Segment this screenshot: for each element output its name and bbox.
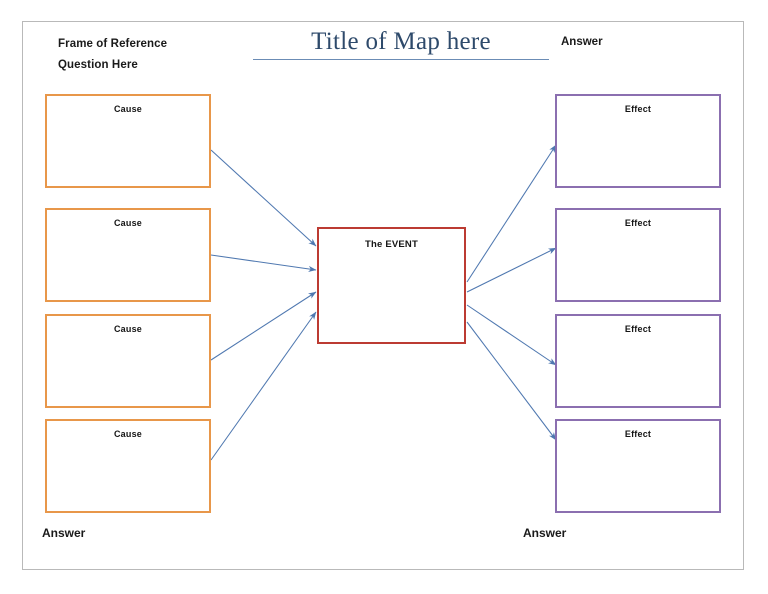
cause-label: Cause	[113, 429, 142, 439]
event-box[interactable]: The EVENT	[317, 227, 466, 344]
frame-of-reference-block: Frame of Reference Question Here	[58, 34, 258, 77]
effect-label: Effect	[624, 104, 652, 114]
cause-box-4[interactable]: Cause	[45, 419, 211, 513]
effect-box-3[interactable]: Effect	[555, 314, 721, 408]
frame-of-reference-line-2: Question Here	[58, 59, 138, 72]
cause-box-1[interactable]: Cause	[45, 94, 211, 188]
cause-label: Cause	[113, 104, 142, 114]
effect-box-2[interactable]: Effect	[555, 208, 721, 302]
cause-label: Cause	[113, 218, 142, 228]
answer-label-bottom-left: Answer	[42, 526, 86, 540]
frame-of-reference-line-1: Frame of Reference	[58, 38, 168, 50]
title-underline	[253, 59, 549, 60]
effect-label: Effect	[624, 218, 652, 228]
event-label: The EVENT	[364, 239, 418, 250]
effect-box-1[interactable]: Effect	[555, 94, 721, 188]
answer-label-bottom-right: Answer	[523, 526, 567, 540]
cause-label: Cause	[113, 324, 142, 334]
cause-box-3[interactable]: Cause	[45, 314, 211, 408]
page-title: Title of Map here	[311, 28, 491, 55]
effect-label: Effect	[624, 324, 652, 334]
answer-label-top-right: Answer	[561, 36, 603, 48]
cause-box-2[interactable]: Cause	[45, 208, 211, 302]
effect-box-4[interactable]: Effect	[555, 419, 721, 513]
effect-label: Effect	[624, 429, 652, 439]
